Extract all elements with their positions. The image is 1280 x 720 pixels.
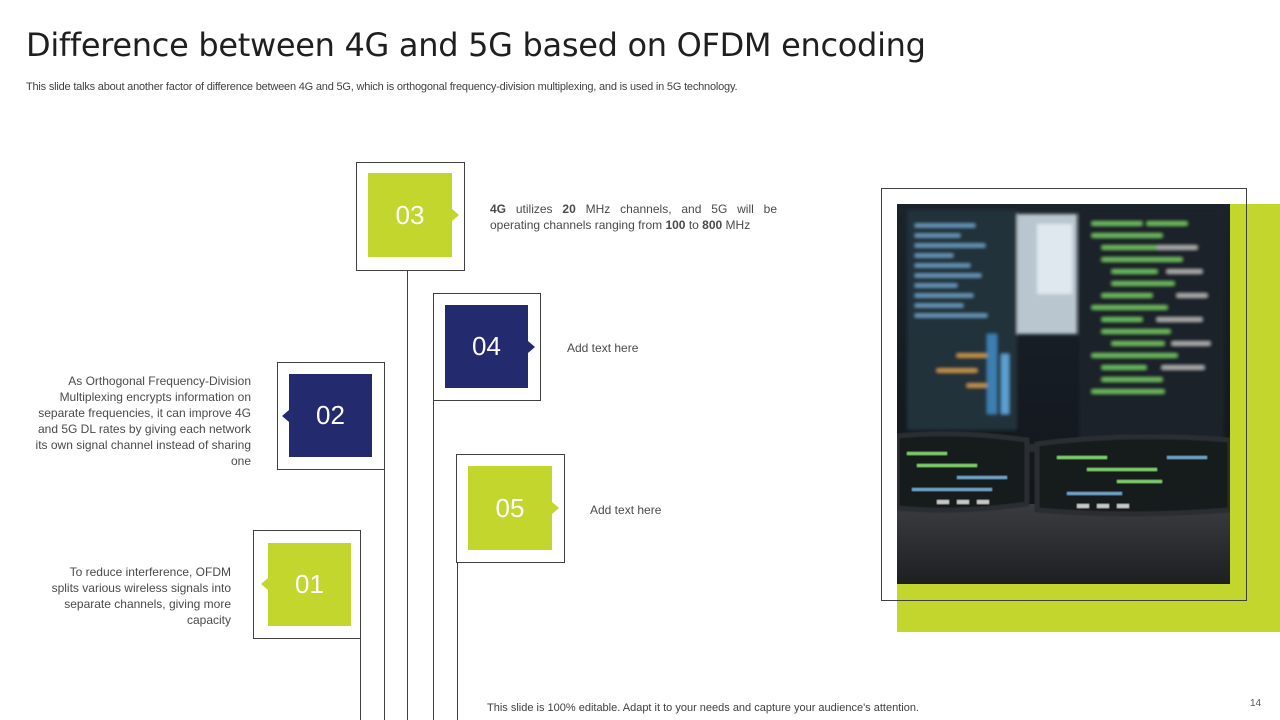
step-05-pointer bbox=[552, 502, 559, 514]
step-04-number: 04 bbox=[472, 331, 501, 361]
step-03-number: 03 bbox=[395, 199, 425, 230]
step-01-badge: 01 bbox=[268, 543, 351, 626]
page-number: 14 bbox=[1250, 698, 1262, 709]
step-04-badge: 04 bbox=[445, 305, 528, 388]
step-03-pointer bbox=[452, 209, 459, 221]
step-02-badge: 02 bbox=[289, 374, 372, 457]
footer-note: This slide is 100% editable. Adapt it to… bbox=[487, 702, 919, 714]
step-02-pointer bbox=[282, 410, 289, 422]
stem-line-03 bbox=[407, 270, 408, 720]
step-05-badge: 05 bbox=[468, 466, 552, 550]
step-02-description: As Orthogonal Frequency-Division Multipl… bbox=[35, 374, 251, 468]
step-04-description: Add text here bbox=[567, 341, 639, 355]
step-03-description: 4G utilizes 20 MHz channels, and 5G will… bbox=[490, 202, 777, 232]
step-03-badge: 03 bbox=[368, 173, 452, 257]
step-05-description: Add text here bbox=[590, 503, 662, 517]
slide-subtitle: This slide talks about another factor of… bbox=[26, 81, 738, 93]
stem-line-02 bbox=[384, 469, 385, 720]
step-01-number: 01 bbox=[295, 569, 324, 599]
step-02-number: 02 bbox=[316, 400, 345, 430]
photo-outline-frame bbox=[881, 188, 1247, 601]
step-04-pointer bbox=[528, 341, 535, 353]
code-monitor-with-glasses-photo bbox=[897, 204, 1230, 584]
step-01-description: To reduce interference, OFDM splits vari… bbox=[51, 565, 231, 627]
stem-line-01 bbox=[360, 638, 361, 720]
stem-line-04 bbox=[433, 400, 434, 720]
stem-line-05 bbox=[457, 562, 458, 720]
slide-title: Difference between 4G and 5G based on OF… bbox=[26, 26, 926, 64]
step-01-pointer bbox=[261, 578, 268, 590]
step-05-number: 05 bbox=[495, 492, 525, 523]
